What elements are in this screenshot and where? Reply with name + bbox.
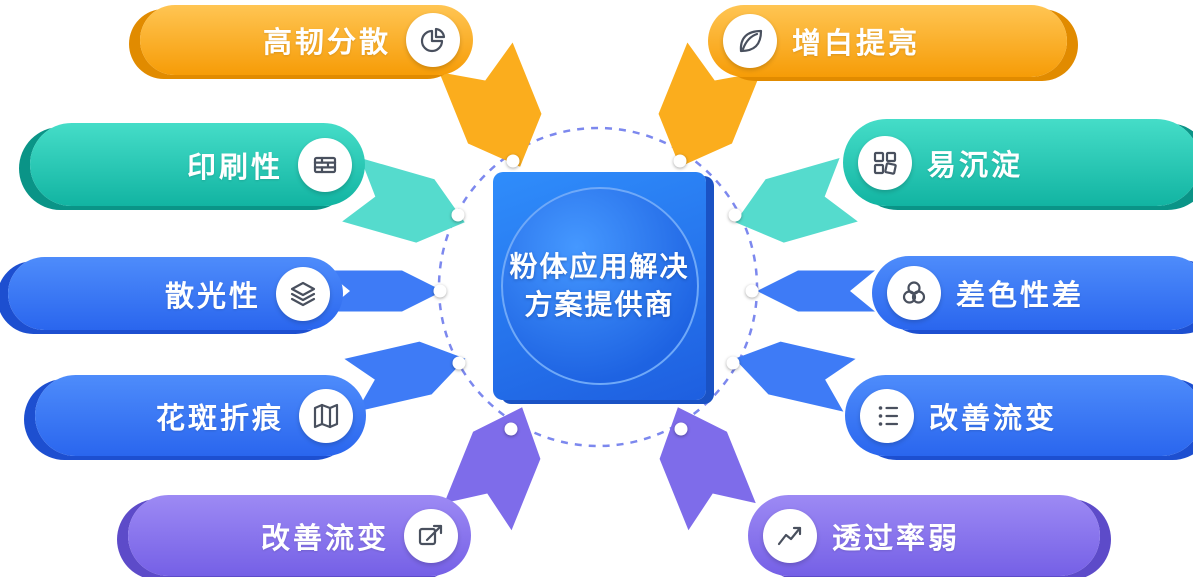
pill-label: 散光性	[164, 280, 261, 313]
connector-dot	[506, 154, 520, 168]
leaf-icon	[723, 14, 777, 68]
folded-map-icon	[299, 388, 353, 443]
connector-dot	[673, 154, 687, 168]
arrow-right-bottom	[659, 407, 756, 531]
connector-dot	[433, 284, 447, 298]
arrow-left-top	[439, 42, 542, 167]
pill-label: 改善流变	[929, 402, 1058, 435]
pill-label: 透过率弱	[832, 522, 961, 555]
pill-label: 易沉淀	[927, 149, 1024, 182]
center-title-line2: 方案提供商	[524, 289, 675, 320]
dots-list-icon	[860, 388, 914, 443]
center-title: 粉体应用解决 方案提供商	[509, 248, 689, 324]
printing-plate-icon	[298, 137, 352, 192]
connector-dot	[674, 422, 688, 436]
pill-label: 印刷性	[186, 151, 283, 184]
arrow-left-middle	[325, 270, 443, 312]
connector-dot	[726, 356, 740, 370]
connector-dot	[745, 284, 759, 298]
connector-dot	[504, 422, 518, 436]
feature-pill-yinshuaxing: 印刷性	[30, 123, 365, 206]
trend-arrow-icon	[404, 508, 458, 563]
connector-dot	[451, 208, 465, 222]
feature-pill-sanguangxing: 散光性	[8, 257, 343, 330]
connector-dot	[452, 356, 466, 370]
connector-dot	[728, 208, 742, 222]
layers-icon	[276, 266, 330, 321]
feature-pill-huaban-zhehen: 花斑折痕	[35, 375, 366, 456]
feature-pill-gaishan-liubian-right: 改善流变	[845, 375, 1193, 456]
pill-label: 花斑折痕	[155, 402, 284, 435]
feature-pill-zengbai-tiliang: 增白提亮	[708, 5, 1067, 77]
feature-pill-gaishan-liubian-left: 改善流变	[128, 495, 471, 576]
pill-label: 高韧分散	[262, 27, 391, 59]
line-chart-icon	[763, 508, 817, 563]
center-circle: 粉体应用解决 方案提供商	[500, 187, 699, 385]
arrow-right-middle	[757, 270, 875, 312]
arrow-right-lower	[734, 341, 856, 412]
feature-pill-chasexing-cha: 差色性差	[872, 256, 1193, 330]
arrow-right-upper	[735, 158, 858, 243]
pie-chart-icon	[406, 13, 460, 67]
pill-label: 增白提亮	[792, 28, 921, 60]
arrow-left-upper	[342, 158, 465, 243]
arrow-left-lower	[344, 341, 466, 412]
puzzle-blocks-icon	[858, 135, 912, 190]
center-title-line1: 粉体应用解决	[509, 251, 690, 283]
pill-label: 差色性差	[956, 280, 1085, 312]
center-panel: 粉体应用解决 方案提供商	[493, 172, 706, 400]
arrow-left-bottom	[444, 407, 541, 531]
overlapping-circles-icon	[887, 266, 941, 320]
feature-pill-gaoren-fensan: 高韧分散	[140, 5, 473, 75]
feature-pill-yichendian: 易沉淀	[843, 119, 1193, 206]
pill-label: 改善流变	[260, 522, 389, 555]
feature-pill-touguolv-ruo: 透过率弱	[748, 495, 1100, 576]
arrow-right-top	[658, 42, 761, 167]
